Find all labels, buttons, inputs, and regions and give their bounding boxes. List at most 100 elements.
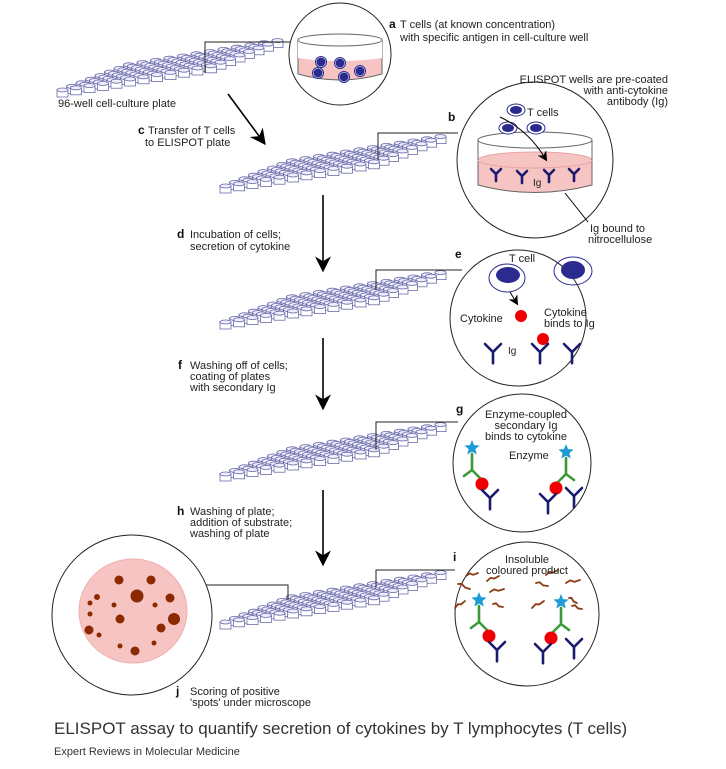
cytokine-spot	[87, 600, 93, 606]
cytokine-spot	[111, 602, 117, 608]
coloured-product-mark	[457, 582, 471, 590]
figure-source: Expert Reviews in Molecular Medicine	[54, 746, 240, 758]
plate-elispot-g	[219, 422, 447, 482]
antibody-icon	[564, 486, 584, 509]
circle-e-cytokine-secretion	[449, 249, 593, 387]
flow-arrows	[227, 93, 331, 567]
step-e-tcell: T cell	[509, 253, 535, 265]
antibody-icon	[562, 342, 582, 365]
plate-elispot-e	[219, 270, 447, 330]
enzyme-icon	[558, 444, 574, 459]
coloured-product-mark	[489, 588, 505, 593]
coloured-product-mark	[565, 579, 581, 584]
step-g-line3: binds to cytokine	[485, 431, 567, 443]
antibody-icon	[533, 642, 553, 665]
cytokine-icon	[549, 481, 563, 495]
step-f-line2: coating of plates	[190, 371, 271, 383]
coloured-product-mark	[486, 575, 500, 582]
connector-a	[204, 41, 292, 73]
cytokine-spot	[165, 593, 175, 603]
step-b-tcells: T cells	[527, 107, 559, 119]
step-g-enzyme: Enzyme	[509, 450, 549, 462]
plate-96-label: 96-well cell-culture plate	[58, 98, 176, 110]
antibody-icon	[515, 169, 529, 185]
plate-elispot-b	[219, 134, 447, 194]
antibody-icon	[542, 168, 556, 184]
cytokine-spot	[152, 602, 158, 608]
cytokine-icon	[482, 629, 496, 643]
circle-a-culture-well	[288, 2, 392, 106]
cytokine-spot	[96, 632, 102, 638]
antibody-icon	[538, 492, 558, 515]
step-i-letter: i	[453, 550, 456, 564]
cytokine-spot	[151, 640, 157, 646]
secondary-antibody-icon	[462, 452, 482, 480]
step-f-line3: with secondary Ig	[189, 382, 276, 394]
secondary-antibody-icon	[469, 604, 489, 632]
coloured-product-mark	[545, 569, 559, 576]
coloured-product-mark	[454, 600, 466, 609]
step-j-letter: j	[175, 684, 179, 698]
step-b-bound2: nitrocellulose	[588, 234, 652, 246]
coloured-product-mark	[568, 596, 578, 604]
step-c-letter: c	[138, 123, 145, 137]
coloured-product-mark	[465, 572, 479, 577]
step-j-line1: Scoring of positive	[190, 686, 280, 698]
cytokine-spot	[114, 575, 124, 585]
step-d-letter: d	[177, 227, 184, 241]
cytokine-spot	[168, 613, 180, 625]
enzyme-icon	[553, 594, 569, 609]
cytokine-spot	[84, 625, 94, 635]
connector-lines	[204, 41, 462, 600]
antibody-icon	[483, 342, 503, 365]
step-a-letter: a	[389, 17, 396, 31]
connector-j	[205, 584, 289, 600]
cytokine-spot	[146, 575, 156, 585]
step-h-line2: addition of substrate;	[190, 517, 292, 529]
step-g-letter: g	[456, 402, 463, 416]
cytokine-spot	[156, 623, 166, 633]
antibody-icon	[530, 342, 550, 365]
cytokine-spot	[94, 594, 100, 600]
step-a-line1: T cells (at known concentration)	[400, 19, 555, 31]
circle-i-coloured-product	[454, 541, 600, 687]
antibody-icon	[564, 637, 584, 660]
antibody-icon	[480, 488, 500, 511]
circle-g-secondary-antibody	[452, 393, 592, 533]
arrow-c	[227, 93, 266, 146]
step-b-letter: b	[448, 110, 455, 124]
plate-elispot-i	[219, 570, 447, 630]
step-b-bound1: Ig bound to	[590, 223, 645, 235]
step-b-header1: ELISPOT wells are pre-coated	[520, 74, 668, 86]
step-h-line1: Washing of plate;	[190, 506, 275, 518]
step-a-line2: with specific antigen in cell-culture we…	[399, 32, 588, 44]
step-g-line2: secondary Ig	[495, 420, 558, 432]
connector-i	[375, 569, 455, 587]
secondary-antibody-icon	[551, 606, 571, 634]
enzyme-icon	[471, 592, 487, 607]
connector-g	[375, 421, 458, 450]
step-b-ig: Ig	[533, 178, 541, 189]
step-f-letter: f	[178, 358, 183, 372]
antibody-icon	[567, 167, 581, 183]
step-f-line1: Washing off of cells;	[190, 360, 288, 372]
step-e-cytokine: Cytokine	[460, 313, 503, 325]
antibody-icon	[489, 167, 503, 183]
cytokine-spot	[117, 643, 123, 649]
step-d-line1: Incubation of cells;	[190, 229, 281, 241]
cytokine-icon	[544, 631, 558, 645]
step-b-header2: with anti-cytokine	[583, 85, 668, 97]
circle-b-elispot-well	[456, 81, 614, 239]
cytokine-spot	[115, 614, 125, 624]
figure-caption: ELISPOT assay to quantify secretion of c…	[54, 719, 628, 738]
step-d-line2: secretion of cytokine	[190, 241, 290, 253]
step-h-letter: h	[177, 504, 184, 518]
antibody-icon	[487, 640, 507, 663]
step-e-ig: Ig	[508, 346, 516, 357]
secondary-antibody-icon	[556, 456, 576, 484]
cytokine-spot	[87, 611, 93, 617]
step-e-binds1: Cytokine	[544, 307, 587, 319]
coloured-product-mark	[531, 600, 545, 609]
circle-j-microscope-spots	[51, 534, 213, 696]
